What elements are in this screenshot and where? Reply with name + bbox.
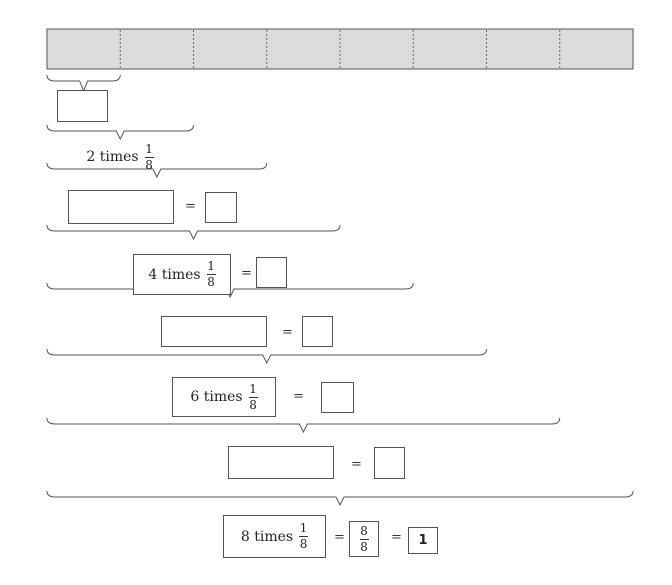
label-2-times: 2 times 1 8: [72, 140, 168, 174]
fraction-one-eighth: 1 8: [206, 259, 216, 289]
braces: [46, 74, 634, 507]
fraction-one-eighth: 1 8: [144, 141, 154, 172]
brace-7: [46, 417, 561, 434]
brace-4: [46, 224, 341, 241]
equals-sign: =: [391, 530, 402, 545]
blank-box-5[interactable]: [161, 316, 267, 347]
label-2-prefix: 2 times: [86, 149, 139, 165]
eight-eighths-box: 8 8: [349, 521, 379, 557]
brace-2: [46, 124, 194, 141]
fraction-one-eighth: 1 8: [248, 381, 258, 412]
answer-box-3[interactable]: [205, 192, 237, 223]
equals-sign: =: [241, 266, 252, 281]
brace-5: [46, 282, 414, 299]
label-6-times: 6 times 1 8: [172, 377, 276, 417]
blank-box-3[interactable]: [68, 190, 174, 224]
fraction-one-eighth: 1 8: [299, 521, 309, 551]
answer-box-6[interactable]: [321, 382, 354, 413]
equals-sign: =: [351, 457, 362, 472]
label-4-prefix: 4 times: [148, 266, 201, 283]
brace-1: [46, 74, 121, 93]
whole-value: 1: [418, 533, 428, 548]
blank-box-1[interactable]: [57, 90, 108, 122]
label-4-times: 4 times 1 8: [133, 254, 231, 295]
equals-sign: =: [334, 530, 345, 545]
answer-box-4[interactable]: [256, 257, 287, 288]
equals-sign: =: [293, 389, 304, 404]
brace-3: [46, 162, 268, 179]
equals-sign: =: [282, 325, 293, 340]
fraction-eight-eighths: 8 8: [359, 523, 369, 554]
blank-box-7[interactable]: [228, 446, 334, 479]
brace-6: [46, 348, 487, 365]
equals-sign: =: [185, 199, 196, 214]
answer-box-5[interactable]: [302, 316, 333, 347]
answer-box-7[interactable]: [374, 447, 405, 479]
whole-answer-box: 1: [408, 527, 438, 554]
brace-8: [46, 490, 634, 507]
label-8-prefix: 8 times: [240, 528, 294, 545]
label-8-times: 8 times 1 8: [223, 515, 326, 558]
label-6-prefix: 6 times: [190, 389, 243, 405]
